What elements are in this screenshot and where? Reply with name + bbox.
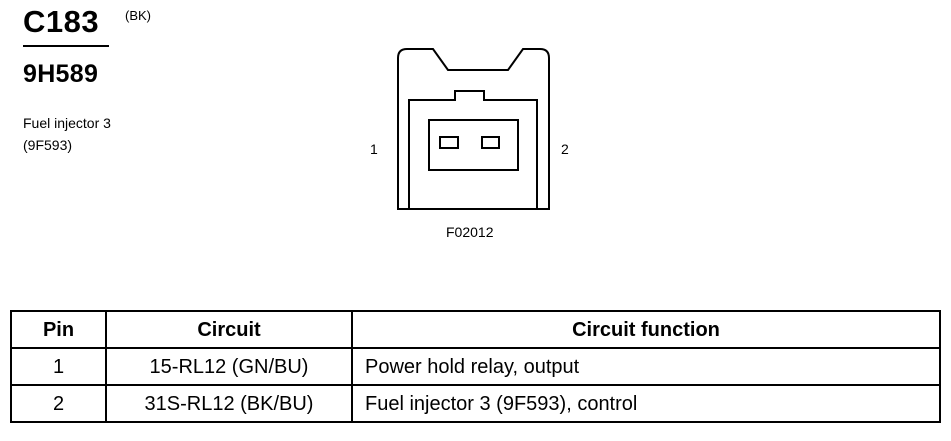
connector-color-code: (BK)	[125, 8, 151, 23]
title-underline	[23, 45, 109, 47]
header-pin: Pin	[10, 310, 107, 349]
circuit-function-cell: Fuel injector 3 (9F593), control	[351, 384, 941, 423]
header-circuit-function: Circuit function	[351, 310, 941, 349]
pin-label-2: 2	[561, 141, 569, 157]
table-row: 2 31S-RL12 (BK/BU) Fuel injector 3 (9F59…	[10, 384, 941, 423]
circuit-function-cell: Power hold relay, output	[351, 347, 941, 386]
connector-inner-housing	[408, 90, 538, 209]
component-description: Fuel injector 3	[23, 115, 111, 131]
connector-id: C183	[23, 4, 100, 39]
circuit-cell: 15-RL12 (GN/BU)	[105, 347, 353, 386]
component-part-number: (9F593)	[23, 137, 73, 153]
pin-cell: 2	[10, 384, 107, 423]
terminal-pin-1	[439, 136, 459, 149]
pin-cell: 1	[10, 347, 107, 386]
terminal-pin-2	[481, 136, 500, 149]
pin-label-1: 1	[370, 141, 378, 157]
figure-code: F02012	[446, 224, 494, 240]
part-number: 9H589	[23, 60, 99, 88]
circuit-cell: 31S-RL12 (BK/BU)	[105, 384, 353, 423]
table-row: 1 15-RL12 (GN/BU) Power hold relay, outp…	[10, 347, 941, 386]
header-circuit: Circuit	[105, 310, 353, 349]
connector-outer-housing	[397, 48, 550, 210]
pin-cavity-frame	[428, 119, 519, 171]
table-header-row: Pin Circuit Circuit function	[10, 310, 941, 349]
pinout-table: Pin Circuit Circuit function 1 15-RL12 (…	[10, 310, 941, 423]
